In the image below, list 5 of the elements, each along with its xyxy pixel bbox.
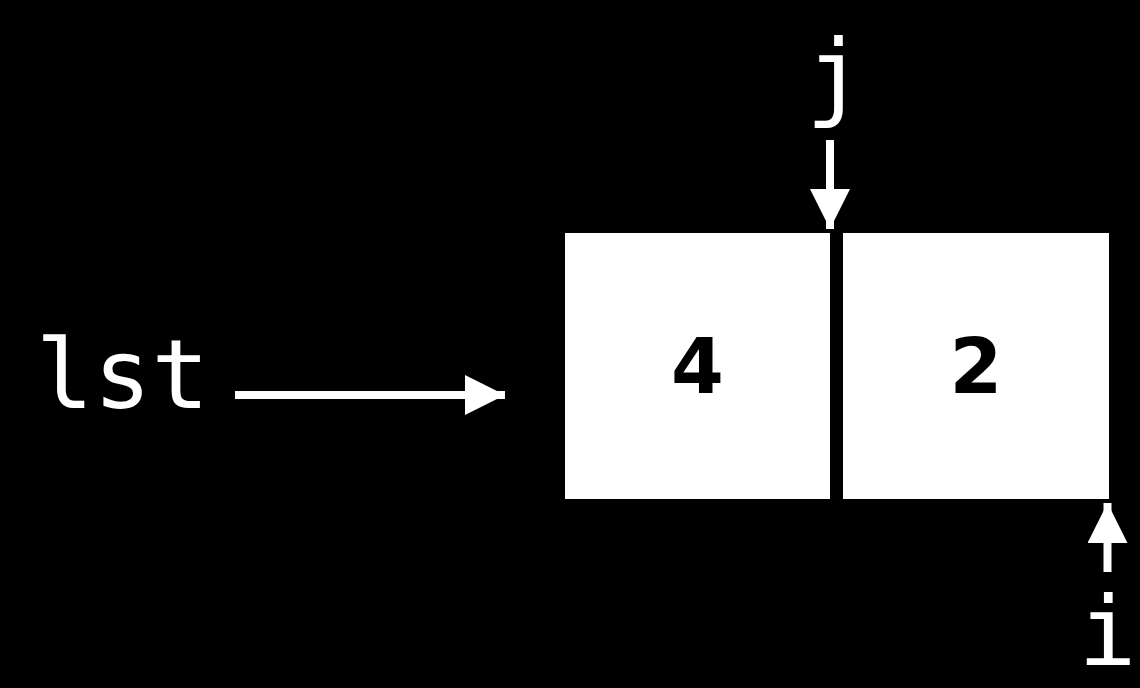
index-name: j (800, 20, 870, 130)
list-cell: 2 (843, 233, 1109, 499)
list-cell: 4 (565, 233, 830, 499)
index-name: i (1075, 582, 1140, 682)
variable-name: lst (20, 320, 225, 430)
